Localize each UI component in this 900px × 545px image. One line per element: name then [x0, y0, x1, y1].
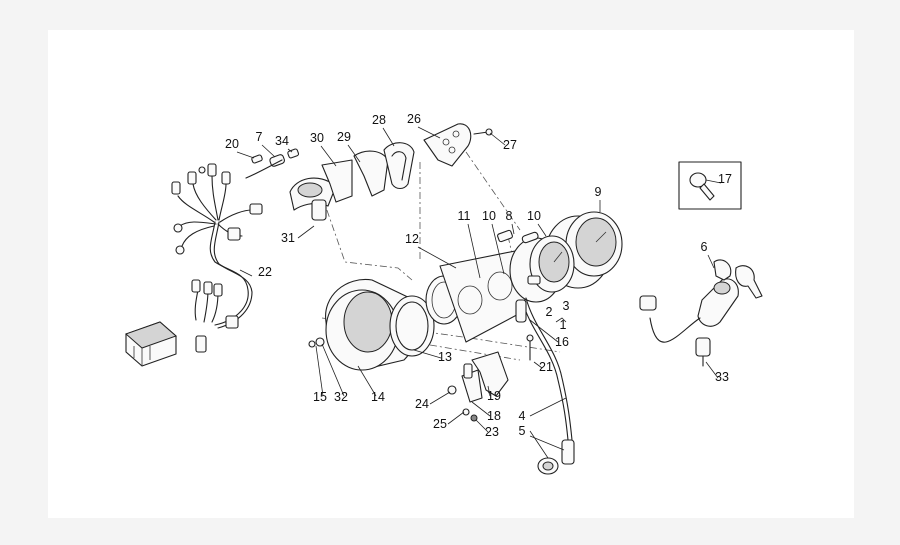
callout-c20: 20 [225, 137, 239, 151]
callout-c13: 13 [438, 350, 452, 364]
callout-c19: 19 [487, 389, 501, 403]
callout-c23: 23 [485, 425, 499, 439]
bulb-and-holder-parts [245, 148, 300, 179]
callout-c6: 6 [701, 240, 708, 254]
callout-c3: 3 [563, 299, 570, 313]
callout-c2: 2 [546, 305, 553, 319]
gauge-assembly [497, 211, 623, 303]
callout-c33: 33 [715, 370, 729, 384]
callout-c29: 29 [337, 130, 351, 144]
callout-c14: 14 [371, 390, 385, 404]
instrument-housing [308, 249, 527, 371]
callout-c5: 5 [519, 424, 526, 438]
callout-c10b: 10 [527, 209, 541, 223]
callout-c26: 26 [407, 112, 421, 126]
callout-c25: 25 [433, 417, 447, 431]
callout-c22: 22 [258, 265, 272, 279]
callout-c9: 9 [595, 185, 602, 199]
callout-c12: 12 [405, 232, 419, 246]
callout-c18: 18 [487, 409, 501, 423]
callout-c34: 34 [275, 134, 289, 148]
callout-c11: 11 [458, 209, 471, 223]
callout-c24: 24 [415, 397, 429, 411]
key-detail-box [678, 161, 742, 210]
callout-c32: 32 [334, 390, 348, 404]
ignition-switch [639, 259, 763, 367]
callout-c31: 31 [281, 231, 295, 245]
callout-c27: 27 [503, 138, 517, 152]
wiring-harness [125, 163, 263, 367]
lower-mount-bracket [447, 351, 509, 422]
upper-bracket-assembly [289, 123, 493, 221]
callout-leader-lines [236, 126, 722, 459]
callout-c7: 7 [256, 130, 263, 144]
callout-c28: 28 [372, 113, 386, 127]
callout-c15: 15 [313, 390, 327, 404]
callout-c1: 1 [560, 318, 567, 332]
callout-c21: 21 [539, 360, 553, 374]
callout-c16: 16 [555, 335, 569, 349]
callout-c17: 17 [718, 172, 732, 186]
callout-c4: 4 [519, 409, 526, 423]
callout-c8: 8 [506, 209, 513, 223]
callout-c10a: 10 [482, 209, 496, 223]
callout-c30: 30 [310, 131, 324, 145]
